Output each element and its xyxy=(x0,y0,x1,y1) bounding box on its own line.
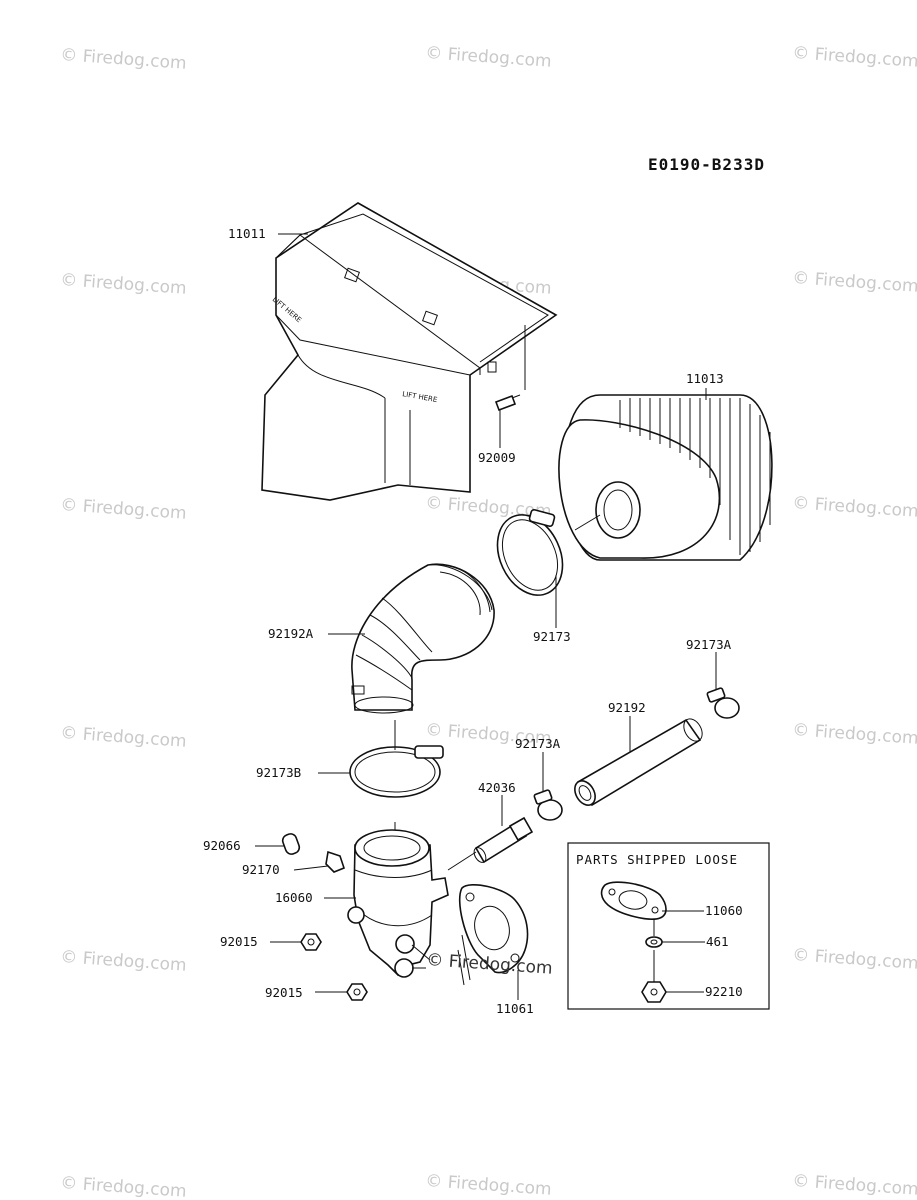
part-42036-fitting[interactable] xyxy=(472,816,534,864)
watermark: © Firedog.com xyxy=(60,947,188,976)
part-label-92015-a[interactable]: 92015 xyxy=(220,934,258,949)
watermark: © Firedog.com xyxy=(60,270,188,299)
part-label-92210[interactable]: 92210 xyxy=(705,984,743,999)
leader-line xyxy=(318,720,396,774)
part-92015-nut-a[interactable] xyxy=(300,933,322,951)
part-label-92066[interactable]: 92066 xyxy=(203,838,241,853)
watermark: © Firedog.com xyxy=(60,495,188,524)
part-label-92170[interactable]: 92170 xyxy=(242,862,280,877)
leader-line xyxy=(653,950,704,993)
part-92170-clip[interactable] xyxy=(325,850,345,873)
watermark: © Firedog.com xyxy=(792,720,917,749)
watermark: © Firedog.com xyxy=(792,945,917,974)
part-label-42036[interactable]: 42036 xyxy=(478,780,516,795)
part-label-11013[interactable]: 11013 xyxy=(686,371,724,386)
part-label-92173A-mid[interactable]: 92173A xyxy=(515,736,561,751)
watermark: © Firedog.com xyxy=(60,45,188,74)
part-11011-cover[interactable]: LIFT HERE LIFT HERE xyxy=(261,202,558,501)
watermark: © Firedog.com xyxy=(426,950,554,979)
leader-line xyxy=(499,325,526,448)
parts-box-title: PARTS SHIPPED LOOSE xyxy=(576,852,738,867)
watermark: © Firedog.com xyxy=(792,268,917,297)
part-11013-filter[interactable] xyxy=(558,394,773,561)
part-label-92009[interactable]: 92009 xyxy=(478,450,516,465)
part-92173A-clamp-top[interactable] xyxy=(706,687,740,719)
part-461-washer[interactable] xyxy=(645,936,663,948)
leader-line xyxy=(555,514,601,628)
part-label-461[interactable]: 461 xyxy=(706,934,729,949)
part-92173-clamp[interactable] xyxy=(485,504,575,605)
part-label-16060[interactable]: 16060 xyxy=(275,890,313,905)
watermark: © Firedog.com xyxy=(60,1173,188,1200)
part-label-92192A[interactable]: 92192A xyxy=(268,626,314,641)
diagram-code: E0190-B233D xyxy=(648,155,765,174)
part-92015-nut-b[interactable] xyxy=(346,983,368,1001)
part-11061-gasket[interactable] xyxy=(457,884,529,986)
watermark: © Firedog.com xyxy=(792,493,917,522)
part-92173B-clamp[interactable] xyxy=(349,745,444,798)
part-92210-nut[interactable] xyxy=(641,981,667,1003)
watermark: © Firedog.com xyxy=(425,1171,553,1200)
part-label-92173[interactable]: 92173 xyxy=(533,629,571,644)
leader-line xyxy=(324,822,396,899)
leader-line xyxy=(447,795,503,871)
part-92066-cap[interactable] xyxy=(281,832,301,856)
watermark: © Firedog.com xyxy=(425,43,553,72)
leader-line xyxy=(293,865,329,871)
part-92192-hose[interactable] xyxy=(571,716,706,809)
part-92173A-clamp-mid[interactable] xyxy=(533,789,563,821)
filter-pleats xyxy=(619,398,771,555)
part-label-92173A-top[interactable]: 92173A xyxy=(686,637,732,652)
part-label-92015-b[interactable]: 92015 xyxy=(265,985,303,1000)
part-label-92192[interactable]: 92192 xyxy=(608,700,646,715)
watermark: © Firedog.com xyxy=(792,1171,917,1200)
part-11060-gasket[interactable] xyxy=(600,881,667,920)
watermark: © Firedog.com xyxy=(792,43,917,72)
part-label-11011[interactable]: 11011 xyxy=(228,226,266,241)
part-92009-screw[interactable] xyxy=(494,394,521,412)
watermark: © Firedog.com xyxy=(60,723,188,752)
leader-line xyxy=(653,920,705,943)
part-label-11060[interactable]: 11060 xyxy=(705,903,743,918)
parts-shipped-loose-box: PARTS SHIPPED LOOSE 11060 461 92210 xyxy=(567,842,770,1010)
part-92192A-elbow-hose[interactable] xyxy=(351,563,495,714)
part-label-11061[interactable]: 11061 xyxy=(496,1001,534,1016)
part-16060-intake-pipe[interactable] xyxy=(347,829,449,978)
part-label-92173B[interactable]: 92173B xyxy=(256,765,301,780)
